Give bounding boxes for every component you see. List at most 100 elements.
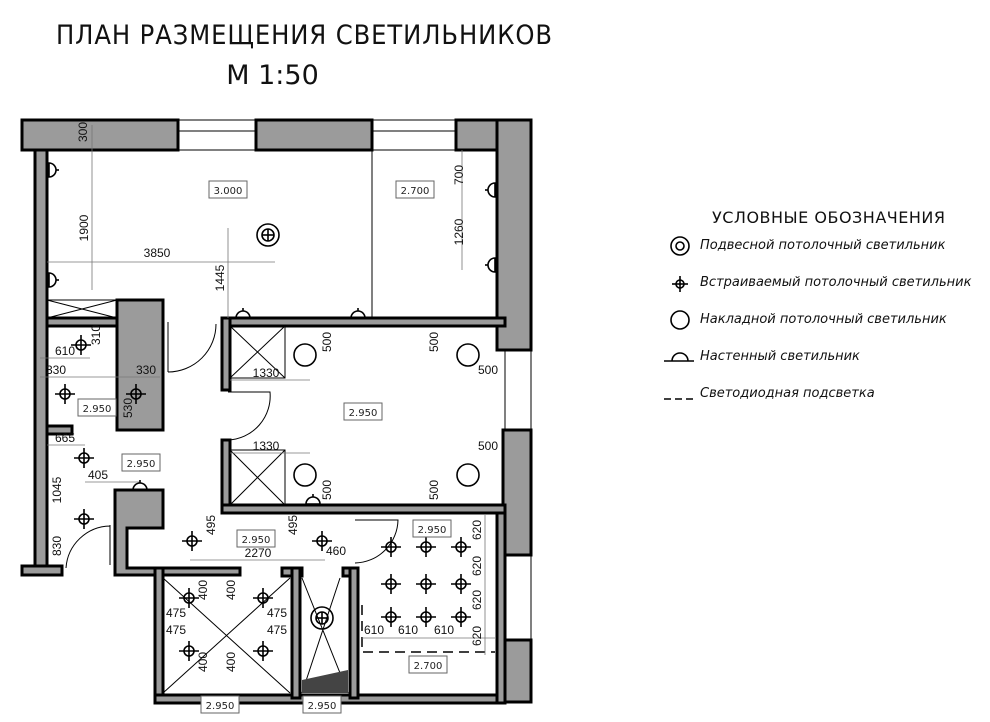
dimension-label: 610 — [434, 623, 454, 637]
ceiling-height-mark: 2.950 — [121, 453, 161, 472]
drawing-scale: М 1:50 — [226, 60, 319, 91]
dimension-label: 3850 — [144, 246, 171, 260]
wall-light-icon — [305, 493, 321, 505]
dimension-label: 700 — [452, 165, 466, 185]
legend: УСЛОВНЫЕ ОБОЗНАЧЕНИЯ Подвесной потолочны… — [660, 208, 990, 412]
recessed-light-icon — [415, 573, 437, 595]
wall-light-icon — [484, 182, 496, 198]
dimension-label: 495 — [286, 515, 300, 535]
ceiling-height-mark: 2.950 — [236, 529, 276, 548]
ceiling-height-value: 2.700 — [401, 186, 430, 197]
recessed-light-icon — [380, 573, 402, 595]
dimension-label: 475 — [267, 606, 287, 620]
ceiling-height-mark: 2.950 — [412, 519, 452, 538]
recessed-light-icon — [54, 383, 76, 405]
recessed-light-icon — [380, 536, 402, 558]
ceiling-height-value: 2.950 — [127, 459, 156, 470]
dimension-label: 500 — [320, 332, 334, 352]
surface-light-icon — [670, 309, 690, 330]
dimension-label: 2270 — [245, 546, 272, 560]
surface-light-icon — [293, 463, 317, 487]
wall-light-icon — [48, 272, 60, 288]
recessed-light-icon — [181, 530, 203, 552]
ceiling-height-value: 3.000 — [214, 186, 243, 197]
dimension-label: 500 — [427, 480, 441, 500]
dimension-label: 400 — [224, 652, 238, 672]
ceiling-height-marks: 3.000 2.700 2.950 2.950 2.950 2.950 2.950 2.700… — [77, 180, 452, 714]
dimension-label: 610 — [398, 623, 418, 637]
dimension-label: 610 — [364, 623, 384, 637]
recessed-light-icon — [672, 275, 688, 292]
dimension-label: 620 — [470, 590, 484, 610]
recessed-light-icon — [252, 640, 274, 662]
legend-item: Настенный светильник — [660, 338, 990, 375]
recessed-light-icon — [415, 536, 437, 558]
ceiling-height-value: 2.950 — [242, 535, 271, 546]
dimension-label: 475 — [166, 606, 186, 620]
recessed-light-icon — [252, 587, 274, 609]
pendant-light-icon — [310, 606, 334, 630]
recessed-light-icon — [450, 536, 472, 558]
dimension-label: 610 — [55, 344, 75, 358]
dimension-label: 1045 — [50, 476, 64, 503]
ceiling-height-value: 2.950 — [349, 408, 378, 419]
legend-label: Встраиваемый потолочный светильник — [700, 275, 972, 290]
dimension-label: 300 — [76, 122, 90, 142]
surface-light-icon — [456, 343, 480, 367]
ceiling-height-mark: 3.000 — [208, 180, 248, 199]
dimension-label: 330 — [46, 363, 66, 377]
dimension-label: 500 — [427, 332, 441, 352]
legend-label: Настенный светильник — [700, 349, 860, 364]
legend-label: Накладной потолочный светильник — [700, 312, 947, 327]
led-strip — [361, 605, 495, 653]
dimension-label: 1330 — [253, 366, 280, 380]
ceiling-height-mark: 2.700 — [408, 655, 448, 674]
surface-light-icon — [293, 343, 317, 367]
recessed-light-icon — [450, 573, 472, 595]
dimension-lines — [40, 125, 495, 655]
recessed-light-icon — [73, 447, 95, 469]
surface-light-icon — [456, 463, 480, 487]
led-strip-icon — [664, 397, 694, 400]
pendant-light-icon — [256, 223, 280, 247]
dimension-label: 400 — [196, 580, 210, 600]
wall-light-icon — [48, 162, 60, 178]
legend-label: Светодиодная подсветка — [700, 386, 875, 401]
dimension-label: 1330 — [253, 439, 280, 453]
wall-light-icon — [664, 351, 694, 362]
legend-item: Светодиодная подсветка — [660, 375, 990, 412]
dimension-label: 830 — [50, 536, 64, 556]
legend-title: УСЛОВНЫЕ ОБОЗНАЧЕНИЯ — [712, 208, 946, 227]
ceiling-height-value: 2.700 — [414, 661, 443, 672]
dimension-label: 500 — [478, 439, 498, 453]
drawing-title: ПЛАН РАЗМЕЩЕНИЯ СВЕТИЛЬНИКОВ — [56, 20, 553, 51]
dimension-label: 1900 — [77, 214, 91, 241]
dimension-label: 475 — [166, 623, 186, 637]
ceiling-height-value: 2.950 — [83, 404, 112, 415]
dimension-label: 400 — [224, 580, 238, 600]
ceiling-height-mark: 2.950 — [343, 402, 383, 421]
pendant-light-icon — [670, 235, 690, 256]
ceiling-height-mark: 2.950 — [302, 695, 342, 714]
dimension-label: 310 — [89, 325, 103, 345]
doors-and-furniture — [46, 299, 399, 694]
dimension-label: 665 — [55, 431, 75, 445]
dimension-label: 1260 — [452, 218, 466, 245]
dimension-label: 620 — [470, 626, 484, 646]
legend-label: Подвесной потолочный светильник — [700, 238, 946, 253]
wall-light-icon — [484, 257, 496, 273]
dimension-label: 495 — [204, 515, 218, 535]
dimension-label: 500 — [320, 480, 334, 500]
dimension-label: 475 — [267, 623, 287, 637]
dimension-label: 620 — [470, 556, 484, 576]
ceiling-height-mark: 2.950 — [77, 398, 117, 417]
dimension-label: 1445 — [213, 264, 227, 291]
ceiling-height-value: 2.950 — [418, 525, 447, 536]
ceiling-height-mark: 2.950 — [200, 695, 240, 714]
dimension-label: 400 — [196, 652, 210, 672]
ceiling-height-mark: 2.700 — [395, 180, 435, 199]
dimension-label: 405 — [88, 468, 108, 482]
dimension-label: 460 — [326, 544, 346, 558]
